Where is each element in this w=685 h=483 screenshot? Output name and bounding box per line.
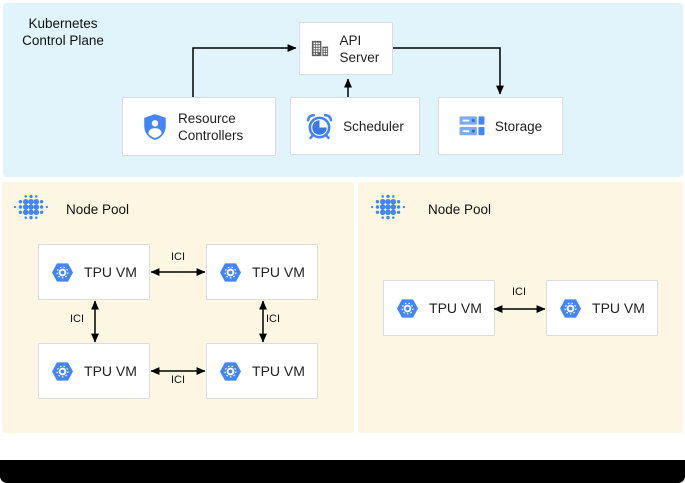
alarm-clock-icon bbox=[306, 113, 333, 140]
tpu-vm-node: TPU VM bbox=[206, 343, 318, 399]
bottom-bar bbox=[0, 460, 685, 483]
node-pool-panel-1: Node Pool TPU VM bbox=[2, 182, 354, 433]
ici-link-label: ICI bbox=[170, 374, 186, 386]
scheduler-node: Scheduler bbox=[290, 97, 420, 155]
ici-link-label: ICI bbox=[511, 286, 527, 298]
tpu-vm-node: TPU VM bbox=[38, 343, 150, 399]
node-pool-1-label: Node Pool bbox=[66, 202, 130, 217]
control-plane-label: Kubernetes Control Plane bbox=[22, 16, 104, 48]
tpu-vm-label: TPU VM bbox=[592, 299, 645, 316]
scheduler-label: Scheduler bbox=[343, 118, 404, 134]
ici-link-label: ICI bbox=[69, 313, 84, 325]
tpu-hexagon-icon bbox=[559, 298, 582, 319]
tpu-vm-node: TPU VM bbox=[38, 244, 150, 300]
tpu-vm-label: TPU VM bbox=[252, 362, 305, 379]
tpu-vm-node: TPU VM bbox=[206, 244, 318, 300]
tpu-vm-label: TPU VM bbox=[429, 299, 482, 316]
resource-controllers-node: Resource Controllers bbox=[122, 97, 276, 156]
node-pool-2-label: Node Pool bbox=[428, 202, 492, 217]
tpu-vm-node: TPU VM bbox=[383, 280, 495, 336]
node-pool-2-header: Node Pool bbox=[370, 191, 491, 228]
node-pool-1-header: Node Pool bbox=[13, 191, 129, 228]
tpu-vm-node: TPU VM bbox=[546, 280, 658, 336]
dot-cluster-icon bbox=[370, 191, 406, 228]
resource-controllers-label: Resource Controllers bbox=[178, 110, 244, 143]
tpu-hexagon-icon bbox=[396, 298, 419, 319]
storage-stack-icon bbox=[459, 115, 485, 138]
dot-cluster-icon bbox=[13, 191, 49, 228]
ici-link-label: ICI bbox=[266, 313, 281, 325]
shield-user-icon bbox=[142, 113, 168, 141]
tpu-hexagon-icon bbox=[51, 262, 74, 283]
api-server-label: API Server bbox=[339, 32, 380, 65]
node-pool-panel-2: Node Pool TPU VM bbox=[358, 182, 683, 433]
tpu-vm-label: TPU VM bbox=[84, 263, 137, 280]
tpu-vm-label: TPU VM bbox=[84, 362, 137, 379]
tpu-vm-label: TPU VM bbox=[252, 263, 305, 280]
tpu-hexagon-icon bbox=[219, 361, 242, 382]
api-server-node: API Server bbox=[299, 22, 393, 75]
ici-link-label: ICI bbox=[170, 251, 186, 263]
storage-label: Storage bbox=[494, 118, 543, 134]
tpu-hexagon-icon bbox=[219, 262, 242, 283]
storage-node: Storage bbox=[438, 97, 563, 155]
building-icon bbox=[309, 38, 330, 59]
tpu-hexagon-icon bbox=[51, 361, 74, 382]
